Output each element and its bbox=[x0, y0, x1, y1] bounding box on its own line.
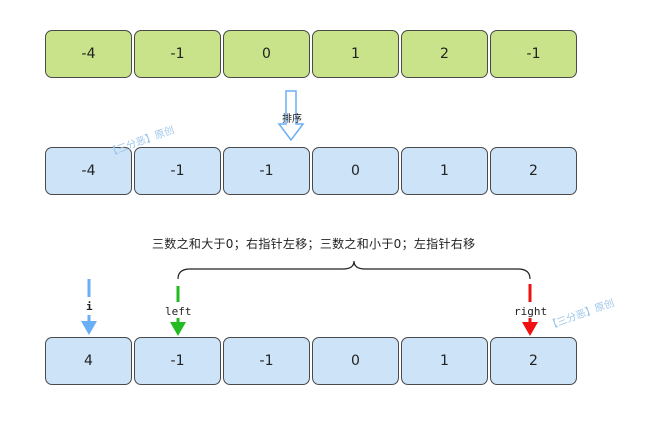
pointer-rule-text: 三数之和大于0；右指针左移；三数之和小于0；左指针右移 bbox=[152, 237, 476, 251]
array-cell: 1 bbox=[401, 147, 488, 195]
array-cell: -4 bbox=[45, 30, 132, 78]
pointer-i-label: i bbox=[86, 300, 93, 313]
array-cell: -1 bbox=[223, 147, 310, 195]
sort-step-label: 排序 bbox=[282, 114, 302, 125]
pointer-right-label: right bbox=[514, 305, 548, 318]
array-cell: 2 bbox=[490, 337, 577, 385]
sorted-array-row: -4 -1 -1 0 1 2 bbox=[45, 147, 577, 195]
array-cell: -1 bbox=[134, 30, 221, 78]
original-array-row: -4 -1 0 1 2 -1 bbox=[45, 30, 577, 78]
array-cell: -1 bbox=[223, 337, 310, 385]
array-cell: 0 bbox=[312, 147, 399, 195]
array-cell: 0 bbox=[223, 30, 310, 78]
array-cell: 2 bbox=[401, 30, 488, 78]
pointer-left-label: left bbox=[165, 305, 192, 318]
array-cell: -1 bbox=[134, 147, 221, 195]
array-cell: -4 bbox=[45, 147, 132, 195]
pointer-array-row: 4 -1 -1 0 1 2 bbox=[45, 337, 577, 385]
range-brace bbox=[177, 260, 531, 280]
array-cell: -1 bbox=[134, 337, 221, 385]
sort-arrow-icon bbox=[277, 90, 305, 142]
array-cell: 1 bbox=[401, 337, 488, 385]
pointer-left-arrow-icon bbox=[170, 286, 186, 336]
array-cell: 2 bbox=[490, 147, 577, 195]
pointer-i-arrow-icon bbox=[81, 279, 97, 335]
array-cell: 1 bbox=[312, 30, 399, 78]
pointer-right-arrow-icon bbox=[522, 284, 538, 336]
array-cell: 0 bbox=[312, 337, 399, 385]
array-cell: 4 bbox=[45, 337, 132, 385]
array-cell: -1 bbox=[490, 30, 577, 78]
